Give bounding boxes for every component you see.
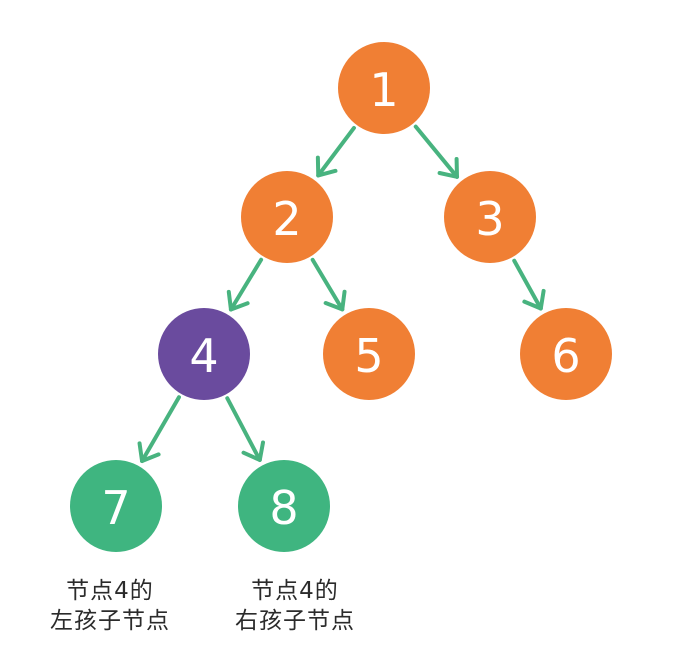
left-caption-line-2: 左孩子节点 <box>50 608 170 634</box>
arrowhead-icon <box>241 440 265 462</box>
right-caption-line-1: 节点4的 <box>251 578 339 604</box>
node-number: 1 <box>369 63 398 117</box>
edge-line <box>316 125 356 178</box>
node-number: 2 <box>272 192 301 246</box>
tree-node-2: 2 <box>241 171 333 263</box>
right-caption-line-2: 右孩子节点 <box>235 608 355 634</box>
edge-1-to-2 <box>315 125 356 178</box>
edges-layer <box>137 124 546 463</box>
edge-2-to-5 <box>310 257 347 312</box>
node-circle <box>323 308 415 400</box>
tree-node-7: 7 <box>70 460 162 552</box>
tree-node-4: 4 <box>158 308 250 400</box>
left-child-caption: 节点4的 左孩子节点 <box>25 576 195 636</box>
tree-node-5: 5 <box>323 308 415 400</box>
edge-line <box>228 257 264 312</box>
tree-node-1: 1 <box>338 42 430 134</box>
edge-2-to-4 <box>226 257 264 312</box>
node-circle <box>241 171 333 263</box>
arrowhead-icon <box>137 441 161 463</box>
edge-4-to-7 <box>137 395 181 463</box>
arrowhead-icon <box>437 157 459 179</box>
node-number: 4 <box>189 329 218 383</box>
node-number: 8 <box>269 481 298 535</box>
node-circle <box>520 308 612 400</box>
arrowhead-icon <box>226 289 250 312</box>
left-caption-line-1: 节点4的 <box>66 578 154 604</box>
node-circle <box>444 171 536 263</box>
tree-node-3: 3 <box>444 171 536 263</box>
edge-line <box>225 396 262 462</box>
node-circle <box>70 460 162 552</box>
arrowhead-icon <box>522 288 546 311</box>
node-circle <box>158 308 250 400</box>
edge-line <box>413 124 459 179</box>
edge-4-to-8 <box>225 396 265 462</box>
arrowhead-icon <box>315 155 338 178</box>
tree-node-6: 6 <box>520 308 612 400</box>
edge-1-to-3 <box>413 124 459 179</box>
edge-line <box>310 257 345 312</box>
arrowhead-icon <box>323 289 347 312</box>
edge-3-to-6 <box>512 258 546 311</box>
node-number: 6 <box>551 329 580 383</box>
nodes-layer: 1 2 3 4 5 6 7 8 <box>70 42 612 552</box>
node-circle <box>338 42 430 134</box>
edge-line <box>140 395 181 463</box>
node-number: 5 <box>354 329 383 383</box>
right-child-caption: 节点4的 右孩子节点 <box>210 576 380 636</box>
node-number: 7 <box>101 481 130 535</box>
edge-line <box>512 258 543 311</box>
node-number: 3 <box>475 192 504 246</box>
tree-node-8: 8 <box>238 460 330 552</box>
node-circle <box>238 460 330 552</box>
